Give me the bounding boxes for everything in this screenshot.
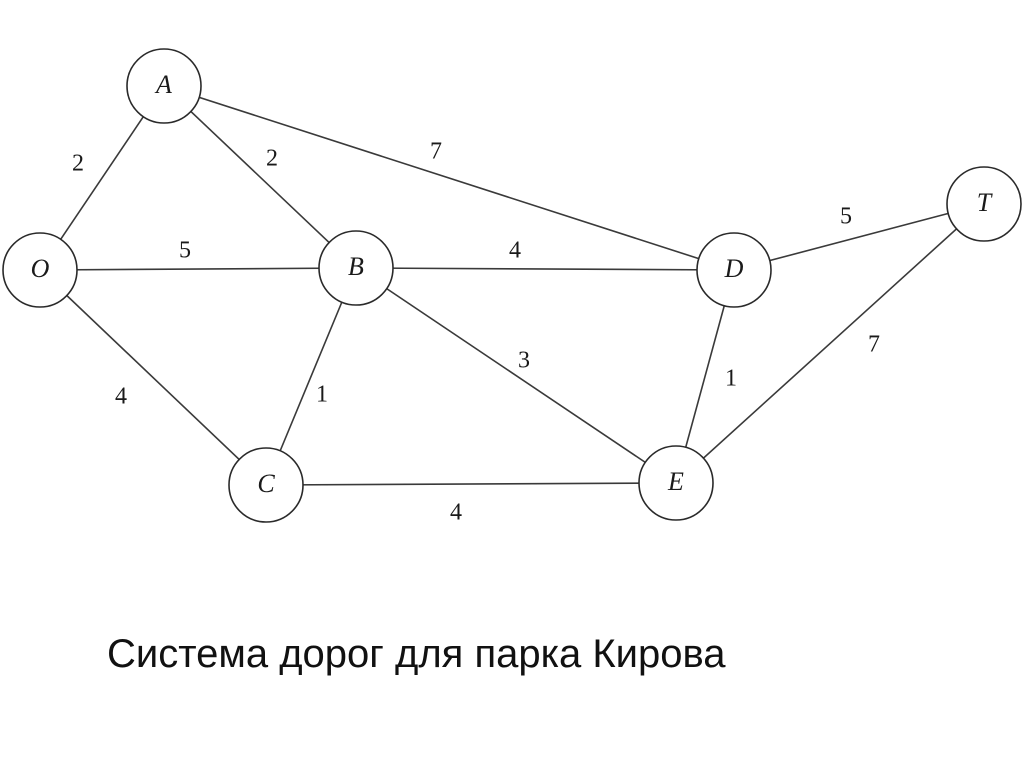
edge-weight-d-t: 5	[840, 204, 852, 230]
node-circle-d	[696, 232, 772, 308]
edge-weight-b-c: 1	[316, 382, 328, 408]
edge-weight-o-b: 5	[179, 238, 191, 264]
node-e: E	[638, 445, 714, 521]
node-b: B	[318, 230, 394, 306]
node-label-o: O	[31, 254, 50, 283]
edge-weight-c-e: 4	[450, 500, 462, 526]
edge-weight-e-t: 7	[868, 332, 880, 358]
edge-b-e	[355, 267, 677, 484]
node-label-b: B	[348, 252, 364, 281]
edge-c-e	[265, 482, 677, 486]
node-label-t: T	[977, 188, 993, 217]
edge-e-t	[675, 203, 985, 484]
edges-layer	[39, 85, 985, 486]
node-o: O	[2, 232, 78, 308]
node-label-a: A	[154, 70, 172, 99]
diagram-caption: Система дорог для парка Кирова	[107, 632, 726, 676]
node-circle-c	[228, 447, 304, 523]
edge-o-b	[39, 267, 357, 271]
node-label-c: C	[257, 469, 275, 498]
edge-b-d	[355, 267, 735, 271]
node-circle-e	[638, 445, 714, 521]
edge-weight-o-c: 4	[115, 384, 127, 410]
edge-weight-b-d: 4	[509, 238, 521, 264]
weights-layer: 2 2 7 5 4 1 4 3 4 1 5 7	[72, 139, 880, 526]
node-c: C	[228, 447, 304, 523]
road-network-graph: 2 2 7 5 4 1 4 3 4 1 5 7 A O B C D E T	[2, 48, 1022, 526]
edge-a-d	[163, 85, 735, 271]
nodes-layer: A O B C D E T	[2, 48, 1022, 523]
node-label-e: E	[667, 467, 684, 496]
node-label-d: D	[724, 254, 744, 283]
edge-weight-o-a: 2	[72, 151, 84, 177]
node-circle-o	[2, 232, 78, 308]
node-circle-t	[946, 166, 1022, 242]
node-circle-a	[126, 48, 202, 124]
edge-weight-a-b: 2	[266, 146, 278, 172]
edge-b-c	[265, 267, 357, 486]
edge-d-t	[733, 203, 985, 271]
node-a: A	[126, 48, 202, 124]
edge-weight-a-d: 7	[430, 139, 442, 165]
node-t: T	[946, 166, 1022, 242]
edge-o-c	[39, 269, 267, 486]
edge-weight-d-e: 1	[725, 366, 737, 392]
node-d: D	[696, 232, 772, 308]
edge-weight-b-e: 3	[518, 348, 530, 374]
node-circle-b	[318, 230, 394, 306]
edge-a-b	[163, 85, 357, 269]
